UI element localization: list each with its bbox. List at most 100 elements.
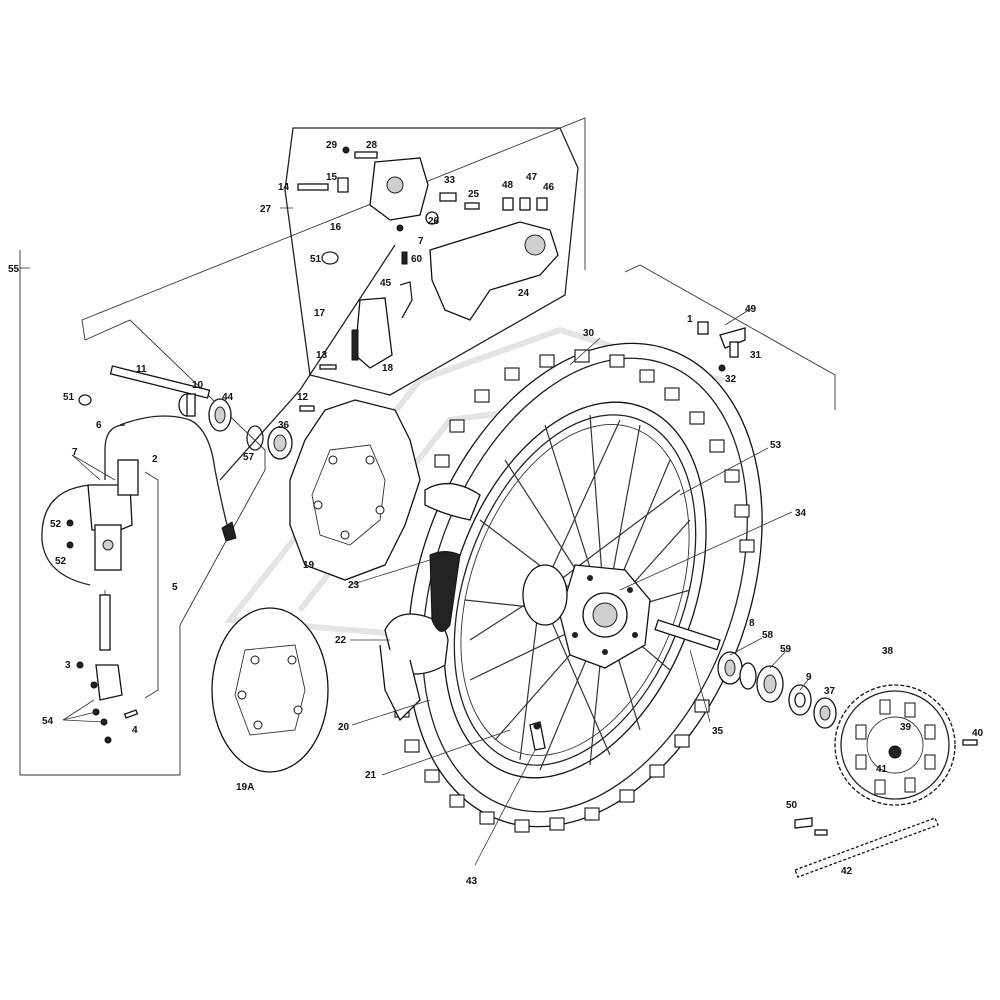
callout-28: 28	[366, 140, 378, 151]
callout-46: 46	[543, 182, 555, 193]
callout-7-lower: 7	[72, 447, 78, 458]
pad-pin-13	[319, 364, 337, 370]
callout-30: 30	[583, 328, 595, 339]
brake-hose-upper	[219, 244, 396, 481]
callout-14: 14	[278, 182, 290, 193]
callout-labels: 55 27 29 28 14 15 16 33 25 26 48 47 46 7…	[8, 140, 984, 887]
callout-54: 54	[42, 716, 54, 727]
callout-11: 11	[136, 364, 147, 375]
group-outline-49	[624, 264, 836, 410]
caliper-bracket-24	[429, 221, 559, 321]
brake-disc-19a	[211, 607, 329, 773]
callout-32: 32	[725, 374, 737, 385]
callout-18: 18	[382, 363, 394, 374]
bolt-12	[299, 405, 315, 412]
callout-45: 45	[380, 278, 392, 289]
inner-tube	[379, 483, 481, 722]
callout-52-upper: 52	[50, 519, 62, 530]
callout-57: 57	[243, 452, 255, 463]
callout-23: 23	[348, 580, 360, 591]
wheel-hub	[522, 564, 651, 669]
callout-1: 1	[687, 314, 693, 325]
spacer-9	[788, 684, 812, 716]
callout-47: 47	[526, 172, 538, 183]
bearing-59	[756, 665, 784, 703]
callout-40: 40	[972, 728, 984, 739]
seal-37	[813, 697, 837, 729]
callout-12: 12	[297, 392, 309, 403]
callout-15: 15	[326, 172, 338, 183]
chain-adjuster-49	[697, 321, 746, 372]
callout-35: 35	[712, 726, 724, 737]
callout-43: 43	[466, 876, 478, 887]
callout-19a: 19A	[236, 782, 254, 793]
callout-5: 5	[172, 582, 178, 593]
callout-58: 58	[762, 630, 774, 641]
callout-52-lower: 52	[55, 556, 67, 567]
pad-spring-45	[399, 281, 413, 319]
callout-27: 27	[260, 204, 272, 215]
spacer-10	[178, 393, 196, 417]
callout-38: 38	[882, 646, 894, 657]
rim-lock	[529, 721, 546, 751]
callout-22: 22	[335, 635, 347, 646]
callout-25: 25	[468, 189, 480, 200]
callout-21: 21	[365, 770, 377, 781]
spacer-58	[739, 662, 757, 690]
master-link-50	[794, 817, 828, 836]
chain-42	[794, 817, 939, 878]
callout-13: 13	[316, 350, 328, 361]
callout-9: 9	[806, 672, 812, 683]
callout-2: 2	[152, 454, 158, 465]
callout-6: 6	[96, 420, 102, 431]
callout-59: 59	[780, 644, 792, 655]
group-outline-27	[284, 127, 579, 396]
callout-36: 36	[278, 420, 290, 431]
callout-16: 16	[330, 222, 342, 233]
callout-8: 8	[749, 618, 755, 629]
group-outline-55	[19, 117, 586, 776]
callout-17: 17	[314, 308, 326, 319]
clip-51-left	[78, 394, 92, 406]
swingarm-axle-11	[109, 365, 211, 399]
callout-48: 48	[502, 180, 514, 191]
brake-disc-19	[289, 399, 421, 581]
callout-3: 3	[65, 660, 71, 671]
rear-sprocket-38	[834, 684, 956, 806]
bearing-36	[267, 426, 293, 460]
callout-44: 44	[222, 392, 234, 403]
callout-37: 37	[824, 686, 836, 697]
callout-10: 10	[192, 380, 204, 391]
bearing-8	[717, 651, 743, 685]
callout-42: 42	[841, 866, 853, 877]
callout-53: 53	[770, 440, 782, 451]
callout-49: 49	[745, 304, 757, 315]
callout-39: 39	[900, 722, 912, 733]
seal-44	[208, 398, 232, 432]
callout-29: 29	[326, 140, 338, 151]
callout-34: 34	[795, 508, 807, 519]
callout-41: 41	[876, 764, 888, 775]
group-outline-5	[144, 471, 159, 699]
callout-50: 50	[786, 800, 798, 811]
callout-20: 20	[338, 722, 350, 733]
callout-4: 4	[132, 725, 138, 736]
rear-axle-35	[654, 619, 721, 651]
callout-31: 31	[750, 350, 762, 361]
callout-51-lower: 51	[63, 392, 75, 403]
caliper-assembly	[297, 146, 548, 265]
sprocket-bolt-40	[962, 739, 978, 746]
leader-lines	[20, 207, 809, 866]
callout-26: 26	[428, 216, 440, 227]
callout-19: 19	[303, 560, 315, 571]
brake-hose	[119, 415, 231, 536]
master-cylinder-assembly	[41, 424, 139, 744]
callout-24: 24	[518, 288, 530, 299]
callout-51-upper: 51	[310, 254, 322, 265]
circlip-57	[246, 425, 264, 451]
callout-60: 60	[411, 254, 423, 265]
brake-pads-18	[351, 297, 393, 369]
callout-7-upper: 7	[418, 236, 424, 247]
callout-33: 33	[444, 175, 456, 186]
